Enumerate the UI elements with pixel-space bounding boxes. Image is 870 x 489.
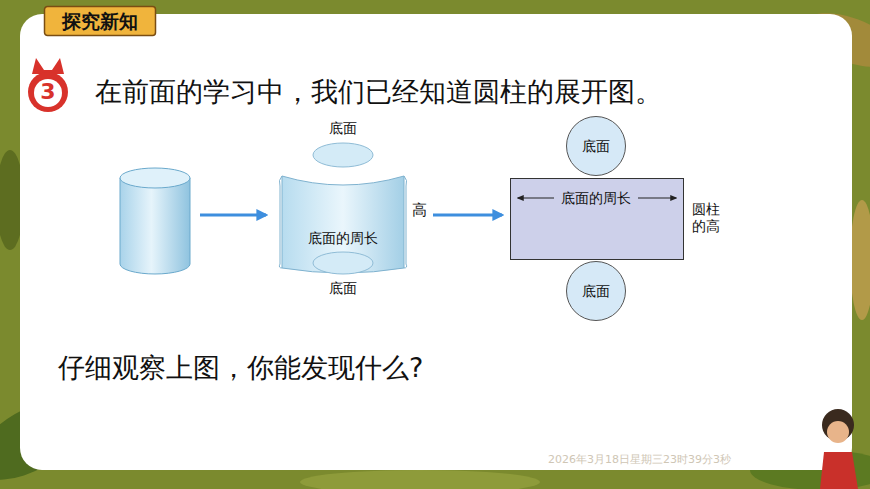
intro-text: 在前面的学习中，我们已经知道圆柱的展开图。 [95,74,662,110]
flow-arrow [433,214,502,217]
base-circle: 底面 [566,261,626,321]
node-label: 底面 [329,120,357,137]
lateral-rectangle: 底面的周长圆柱的高 [510,178,728,260]
side-label: 高 [412,201,427,219]
node-label: 3 [40,79,55,105]
node-label: 底面 [582,283,610,300]
node-label: 底面 [329,280,357,297]
base-ellipse: 底面 [313,252,373,274]
node-label: 底面的周长 [308,230,378,247]
problem-number: 3 [30,74,66,110]
node-label: 探究新知 [62,10,138,33]
node-label: 底面的周长 [561,190,631,207]
base-circle: 底面 [566,116,626,176]
base-ellipse-outline [313,143,373,167]
question-text: 仔细观察上图，你能发现什么? [58,350,423,386]
section-tag: 探究新知 [44,6,156,36]
side-label: 圆柱的高 [692,201,720,236]
base-ellipse: 底面 [313,143,373,167]
node-label: 底面 [582,138,610,155]
watermark: 2026年3月18日星期三23时39分3秒 [548,452,731,467]
base-ellipse-outline [313,252,373,274]
